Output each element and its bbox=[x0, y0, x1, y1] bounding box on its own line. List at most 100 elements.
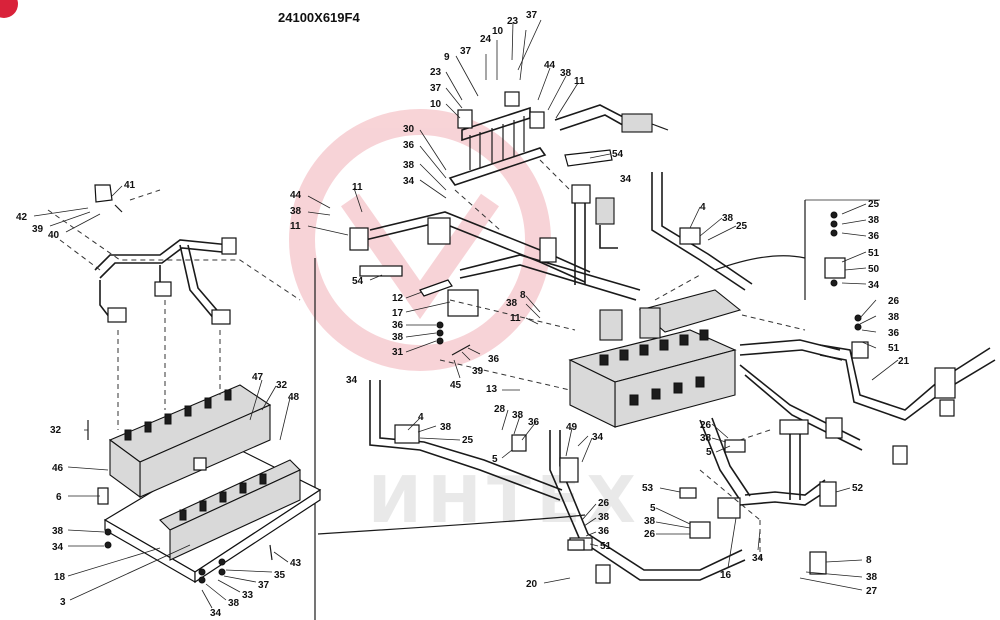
callout-5: 5 bbox=[706, 447, 712, 458]
callout-35: 35 bbox=[274, 570, 286, 581]
callout-18: 18 bbox=[54, 572, 66, 583]
callout-6: 6 bbox=[56, 492, 62, 503]
callout-47: 47 bbox=[252, 372, 264, 383]
callout-31: 31 bbox=[392, 347, 404, 358]
callout-38: 38 bbox=[598, 512, 610, 523]
central-valve-block bbox=[568, 289, 863, 501]
callout-54: 54 bbox=[352, 276, 364, 287]
upper-manifold-assembly bbox=[448, 91, 669, 186]
callout-21: 21 bbox=[898, 356, 910, 367]
callout-37: 37 bbox=[460, 46, 472, 57]
callout-38: 38 bbox=[866, 572, 878, 583]
callout-25: 25 bbox=[868, 199, 880, 210]
callout-30: 30 bbox=[403, 124, 415, 135]
callout-26: 26 bbox=[598, 498, 610, 509]
callout-33: 33 bbox=[242, 590, 254, 601]
callout-38: 38 bbox=[440, 422, 452, 433]
callout-54: 54 bbox=[612, 149, 624, 160]
callout-45: 45 bbox=[450, 380, 462, 391]
callout-42: 42 bbox=[16, 212, 28, 223]
callout-49: 49 bbox=[566, 422, 578, 433]
callout-8: 8 bbox=[520, 290, 526, 301]
callout-38: 38 bbox=[506, 298, 518, 309]
callout-labels: 23 37 10 9 37 24 10 23 37 44 38 11 30 36… bbox=[16, 10, 910, 619]
callout-36: 36 bbox=[528, 417, 540, 428]
callout-36: 36 bbox=[392, 320, 404, 331]
callout-8: 8 bbox=[866, 555, 872, 566]
callout-34: 34 bbox=[210, 608, 222, 619]
callout-37: 37 bbox=[258, 580, 270, 591]
callout-5: 5 bbox=[492, 454, 498, 465]
callout-40: 40 bbox=[48, 230, 60, 241]
callout-37: 37 bbox=[526, 10, 538, 21]
callout-38: 38 bbox=[644, 516, 656, 527]
dashed-connectors bbox=[439, 159, 806, 560]
callout-41: 41 bbox=[124, 180, 136, 191]
callout-10: 10 bbox=[430, 99, 442, 110]
callout-53: 53 bbox=[642, 483, 654, 494]
callout-38: 38 bbox=[392, 332, 404, 343]
callout-17: 17 bbox=[392, 308, 404, 319]
callout-38: 38 bbox=[888, 312, 900, 323]
callout-44: 44 bbox=[544, 60, 556, 71]
watermark-text: ИНТЕХ bbox=[368, 464, 642, 538]
callout-28: 28 bbox=[494, 404, 506, 415]
leader-lines bbox=[33, 19, 899, 609]
callout-25: 25 bbox=[462, 435, 474, 446]
callout-26: 26 bbox=[644, 529, 656, 540]
callout-39: 39 bbox=[32, 224, 44, 235]
callout-38: 38 bbox=[52, 526, 64, 537]
callout-12: 12 bbox=[392, 293, 404, 304]
callout-11: 11 bbox=[290, 221, 301, 232]
callout-38: 38 bbox=[512, 410, 524, 421]
callout-34: 34 bbox=[403, 176, 415, 187]
callout-5: 5 bbox=[650, 503, 656, 514]
callout-43: 43 bbox=[290, 558, 302, 569]
callout-36: 36 bbox=[868, 231, 880, 242]
callout-11: 11 bbox=[352, 182, 363, 193]
right-pipe-assembly bbox=[819, 211, 996, 465]
main-pipe-run bbox=[349, 172, 753, 301]
callout-34: 34 bbox=[52, 542, 64, 553]
callout-34: 34 bbox=[752, 553, 764, 564]
callout-34: 34 bbox=[620, 174, 632, 185]
callout-37: 37 bbox=[430, 83, 442, 94]
corner-badge bbox=[0, 0, 18, 18]
drawing-title: 24100X619F4 bbox=[278, 10, 360, 25]
callout-24: 24 bbox=[480, 34, 492, 45]
callout-38: 38 bbox=[722, 213, 734, 224]
callout-52: 52 bbox=[852, 483, 864, 494]
callout-4: 4 bbox=[418, 412, 424, 423]
callout-38: 38 bbox=[700, 433, 712, 444]
callout-11: 11 bbox=[510, 313, 521, 324]
callout-38: 38 bbox=[868, 215, 880, 226]
callout-32: 32 bbox=[276, 380, 288, 391]
callout-34: 34 bbox=[346, 375, 358, 386]
callout-27: 27 bbox=[866, 586, 878, 597]
callout-36: 36 bbox=[888, 328, 900, 339]
callout-25: 25 bbox=[736, 221, 748, 232]
callout-39: 39 bbox=[472, 366, 484, 377]
callout-4: 4 bbox=[700, 202, 706, 213]
lower-pipe-assembly bbox=[369, 380, 837, 584]
callout-36: 36 bbox=[488, 354, 500, 365]
callout-46: 46 bbox=[52, 463, 64, 474]
callout-26: 26 bbox=[888, 296, 900, 307]
callout-3: 3 bbox=[60, 597, 66, 608]
callout-10: 10 bbox=[492, 26, 504, 37]
callout-20: 20 bbox=[526, 579, 538, 590]
callout-51: 51 bbox=[888, 343, 900, 354]
callout-23: 23 bbox=[507, 16, 519, 27]
callout-9: 9 bbox=[444, 52, 450, 63]
callout-36: 36 bbox=[598, 526, 610, 537]
callout-11: 11 bbox=[574, 76, 585, 87]
upper-left-pipe-frame bbox=[47, 184, 301, 430]
callout-26: 26 bbox=[700, 420, 712, 431]
callout-36: 36 bbox=[403, 140, 415, 151]
callout-34: 34 bbox=[592, 432, 604, 443]
callout-38: 38 bbox=[290, 206, 302, 217]
callout-44: 44 bbox=[290, 190, 302, 201]
callout-34: 34 bbox=[868, 280, 880, 291]
callout-32: 32 bbox=[50, 425, 62, 436]
